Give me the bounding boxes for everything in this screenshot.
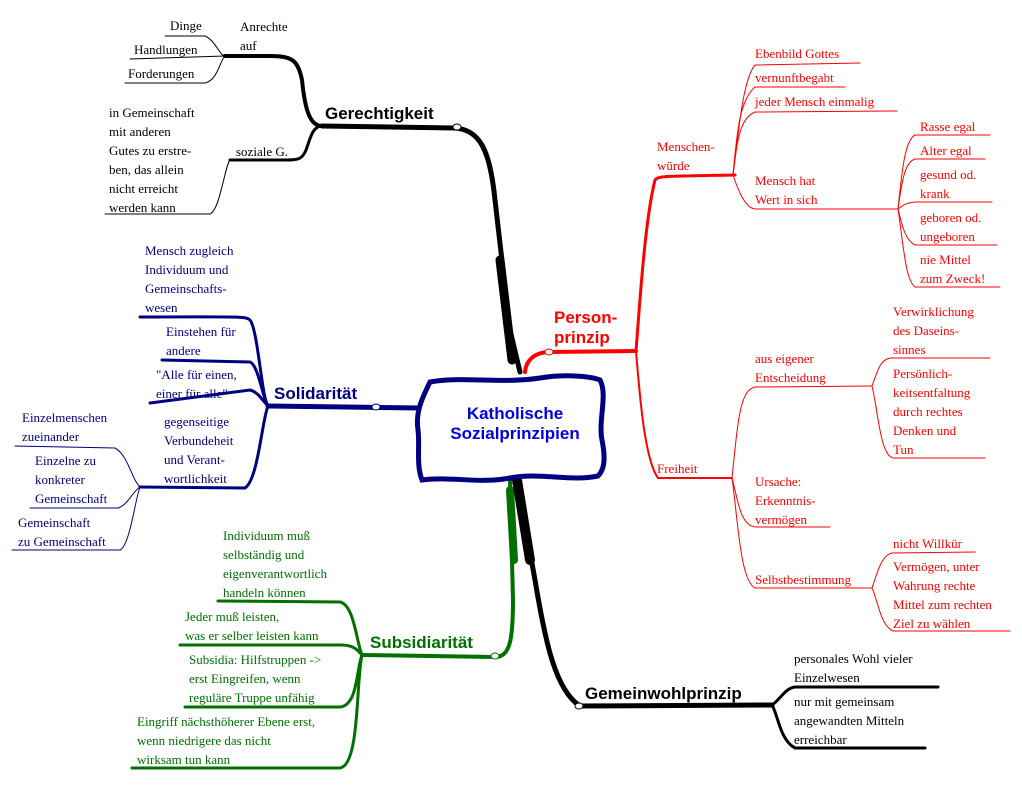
node-jeder-mensch-einmalig[interactable]: jeder Mensch einmalig [755,94,875,109]
node-gesund-krank[interactable]: gesund od. krank [920,167,977,201]
node-selbstbestimmung[interactable]: Selbstbestimmung [755,572,852,587]
node-subsidiaritaet-4[interactable]: Eingriff nächsthöherer Ebene erst, wenn … [137,714,316,767]
node-solidaritaet-sub-2[interactable]: Einzelne zu konkreter Gemeinschaft [35,453,108,506]
node-mensch-hat-wert[interactable]: Mensch hat Wert in sich [755,173,818,207]
node-freiheit[interactable]: Freiheit [657,461,698,476]
node-subsidiaritaet-2[interactable]: Jeder muß leisten, was er selber leisten… [185,609,319,643]
node-alter-egal[interactable]: Alter egal [920,143,972,158]
node-solidaritaet-sub-1[interactable]: Einzelmenschen zueinander [22,410,108,444]
node-solidaritaet-4[interactable]: gegenseitige Verbundeheit und Verant- wo… [164,414,234,486]
branch-handle-solidaritaet[interactable] [371,403,381,411]
topic-solidaritaet[interactable]: Solidarität [274,384,358,403]
node-subsidiaritaet-3[interactable]: Subsidia: Hilfstruppen -> erst Eingreife… [189,652,322,705]
branch-handle-personprinzip[interactable] [544,348,554,356]
node-soziale-g[interactable]: soziale G. [236,144,288,159]
node-solidaritaet-sub-3[interactable]: Gemeinschaft zu Gemeinschaft [18,515,106,549]
node-subsidiaritaet-1[interactable]: Individuum muß selbständig und eigenvera… [223,528,327,600]
node-persoenlichkeitsentfaltung[interactable]: Persönlich- keitsentfaltung durch rechte… [893,366,971,457]
node-ursache[interactable]: Ursache: Erkenntnis- vermögen [755,474,816,527]
topic-personprinzip[interactable]: Person- prinzip [554,308,618,347]
node-anrechte-auf[interactable]: Anrechte auf [240,19,288,53]
topic-gemeinwohlprinzip[interactable]: Gemeinwohlprinzip [585,684,742,703]
node-nie-mittel[interactable]: nie Mittel zum Zweck! [920,252,986,286]
node-handlungen[interactable]: Handlungen [134,42,198,57]
branch-handle-gerechtigkeit[interactable] [452,123,462,131]
topic-gerechtigkeit[interactable]: Gerechtigkeit [325,104,434,123]
node-solidaritaet-3[interactable]: "Alle für einen, einer für alle" [156,367,237,401]
node-nicht-willkuer[interactable]: nicht Willkür [893,536,962,551]
node-forderungen[interactable]: Forderungen [128,66,195,81]
node-gemeinwohl-1[interactable]: personales Wohl vieler Einzelwesen [794,651,913,685]
branch-handle-gemeinwohl[interactable] [574,702,584,710]
node-soziale-g-definition[interactable]: in Gemeinschaft mit anderen Gutes zu ers… [109,105,195,215]
branch-subsidiaritaet [130,478,518,770]
node-ebenbild-gottes[interactable]: Ebenbild Gottes [755,46,840,61]
node-verwirklichung[interactable]: Verwirklichung des Daseins- sinnes [893,304,974,357]
branch-handle-subsidiaritaet[interactable] [490,652,500,660]
topic-subsidiaritaet[interactable]: Subsidiarität [370,633,473,652]
node-menschenwuerde[interactable]: Menschen- würde [657,139,715,173]
node-vernunftbegabt[interactable]: vernunftbegabt [755,70,834,85]
branch-solidaritaet [11,315,423,551]
node-dinge[interactable]: Dinge [170,18,202,33]
branch-gemeinwohl [512,475,940,750]
center-node-title[interactable]: Katholische Sozialprinzipien [450,404,580,443]
node-solidaritaet-2[interactable]: Einstehen für andere [166,324,236,358]
node-aus-eigener-entscheidung[interactable]: aus eigener Entscheidung [755,351,826,385]
node-rasse-egal[interactable]: Rasse egal [920,119,976,134]
node-vermoegen[interactable]: Vermögen, unter Wahrung rechte Mittel zu… [893,559,992,631]
node-solidaritaet-1[interactable]: Mensch zugleich Individuum und Gemeinsch… [145,243,234,315]
node-gemeinwohl-2[interactable]: nur mit gemeinsam angewandten Mitteln er… [794,694,905,747]
node-geboren-ungeboren[interactable]: geboren od. ungeboren [920,210,982,244]
center-node-border [414,373,607,483]
